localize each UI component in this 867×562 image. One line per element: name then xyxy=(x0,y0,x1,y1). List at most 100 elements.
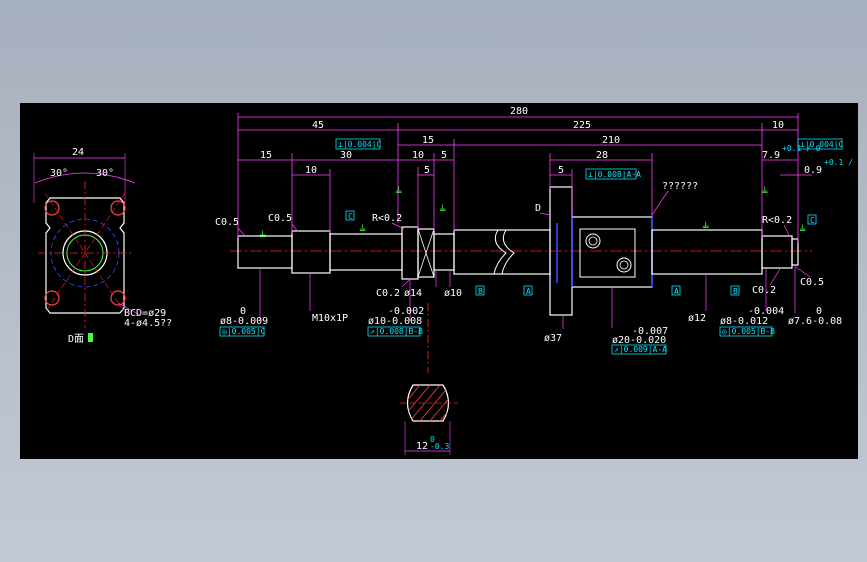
angle-30-left: 30° xyxy=(50,168,68,179)
screw-shaft-view: ╧ ╧ ╧ ╧ ╧ ╧ ╧ xyxy=(230,186,812,316)
section-tol-lower: -0.3 xyxy=(430,442,449,451)
tol-nut-upper: -0.007 xyxy=(632,326,668,337)
dim-0-9-tol: +0.1 / 0 xyxy=(824,158,858,167)
frame-top-left: ⊥|0.004|C xyxy=(338,140,382,149)
tol-nut-lower: ø20-0.020 xyxy=(612,335,666,346)
top-dimensions xyxy=(237,113,812,243)
datum-c2: C xyxy=(810,216,815,225)
datum-a: A xyxy=(526,287,531,296)
bcd-leader xyxy=(117,302,141,316)
tol-left-frame: ◎|0.005|C xyxy=(222,327,266,336)
note-d: D xyxy=(535,203,541,214)
collar xyxy=(401,226,419,280)
nut-window xyxy=(579,228,636,278)
flange-hole-3 xyxy=(44,290,60,306)
section-outline xyxy=(406,384,450,422)
flange-hole-1 xyxy=(44,200,60,216)
tol-right-frame-box xyxy=(719,326,773,337)
ball-screw-drawing: 24 30° 30° BCD=ø29 4-ø4.5?? D面 xyxy=(33,106,858,455)
dim-15-a: 15 xyxy=(422,135,434,146)
right-screw-body xyxy=(651,229,763,275)
section-width: 12 xyxy=(416,441,428,452)
dim-28: 28 xyxy=(596,150,608,161)
holes-label: 4-ø4.5?? xyxy=(124,318,172,329)
right-end xyxy=(791,238,799,266)
tol-right-upper: -0.004 xyxy=(748,306,784,317)
grease-port-1-inner xyxy=(588,236,598,246)
note-c02-a: C0.2 xyxy=(376,288,400,299)
cad-drawing-viewport[interactable]: 24 30° 30° BCD=ø29 4-ø4.5?? D面 xyxy=(20,103,858,459)
tick-1: ╧ xyxy=(259,230,266,242)
tick-5: ╧ xyxy=(702,221,709,233)
note-r02-left: R<0.2 xyxy=(372,213,402,224)
datum-c: C xyxy=(348,212,353,221)
tol-left-upper: 0 xyxy=(240,306,246,317)
grease-port-2 xyxy=(616,257,632,273)
nut-cross-2 xyxy=(417,228,435,278)
frame-flange: ⊥|0.008|A-A xyxy=(588,170,641,179)
flange-hole-4 xyxy=(110,290,126,306)
tol-nut: -0.007 ø20-0.020 ↗|0.009|A-A xyxy=(611,326,668,355)
tol-left-shaft: 0 ø8-0.009 ◎|0.005|C xyxy=(219,306,268,337)
tol-thread-frame: ↗|0.008|B-B xyxy=(370,327,423,336)
d-face-label: D面 xyxy=(68,334,84,345)
tol-left-frame-box xyxy=(219,326,265,337)
tick-3: ╧ xyxy=(395,186,402,198)
dim-225: 225 xyxy=(573,120,591,131)
tol-thread-upper: -0.002 xyxy=(388,306,424,317)
dim-5-nut: 5 xyxy=(424,165,430,176)
note-c05-left: C0.5 xyxy=(215,217,239,228)
grease-port-2-inner xyxy=(619,260,629,270)
note-c05-a: C0.5 xyxy=(268,213,292,224)
tol-thread-lower: ø10-0.008 xyxy=(368,316,422,327)
bcd-label: BCD=ø29 xyxy=(124,308,166,319)
tol-thread-frame-box xyxy=(367,326,421,337)
tol-right-shaft: -0.004 ø8-0.012 ◎|0.005|B-B xyxy=(719,306,784,337)
tol-left-lower: ø8-0.009 xyxy=(220,316,268,327)
dim-7-9: 7.9 xyxy=(762,150,780,161)
leaders xyxy=(237,190,811,329)
dim-overall-280: 280 xyxy=(510,106,528,117)
dim-45: 45 xyxy=(312,120,324,131)
grease-port-1 xyxy=(585,233,601,249)
note-c05-right: C0.5 xyxy=(800,277,824,288)
note-r02-right: R<0.2 xyxy=(762,215,792,226)
section-tol-upper: 0 xyxy=(430,435,435,444)
frame-top-right: ⊥|0.004|C xyxy=(800,140,844,149)
datum-markers: C B A A B C xyxy=(345,210,817,296)
note-phi37: ø37 xyxy=(544,333,562,344)
width-24-label: 24 xyxy=(72,147,84,158)
note-m10: M10x1P xyxy=(312,313,348,324)
frame-flange-box xyxy=(585,168,637,180)
dim-7-9-tol: +0.1 / 0 xyxy=(782,144,821,153)
tol-end-shaft: 0 ø7.6-0.08 xyxy=(788,306,842,327)
tol-right-lower: ø8-0.012 xyxy=(720,316,768,327)
dim-15-b: 15 xyxy=(260,150,272,161)
angle-30-right: 30° xyxy=(96,168,114,179)
section-view: 12 0 -0.3 xyxy=(400,303,458,455)
break-line xyxy=(493,229,507,275)
tick-7: ╧ xyxy=(799,224,806,236)
note-c02-b: C0.2 xyxy=(752,285,776,296)
flange-end-view: 24 30° 30° BCD=ø29 4-ø4.5?? D面 xyxy=(33,147,172,345)
note-phi14: ø14 xyxy=(404,288,422,299)
tol-nut-frame-box xyxy=(611,344,667,355)
note-question: ?????? xyxy=(662,181,698,192)
flange-outline xyxy=(45,197,125,314)
dim-210: 210 xyxy=(602,135,620,146)
d-face-marker xyxy=(88,333,93,342)
tol-right-frame: ◎|0.005|B-B xyxy=(722,327,775,336)
dim-10-b: 10 xyxy=(305,165,317,176)
tol-end-upper: 0 xyxy=(816,306,822,317)
thread-section xyxy=(291,230,331,274)
tick-2: ╧ xyxy=(359,224,366,236)
dim-10-a: 10 xyxy=(412,150,424,161)
dim-10-right: 10 xyxy=(772,120,784,131)
break-line-2 xyxy=(501,229,515,275)
tick-4: ╧ xyxy=(439,204,446,216)
dim-5-a: 5 xyxy=(441,150,447,161)
tol-nut-frame: ↗|0.009|A-A xyxy=(614,345,667,354)
dim-0-9: 0.9 xyxy=(804,165,822,176)
tick-6: ╧ xyxy=(761,186,768,198)
tol-thread-shaft: -0.002 ø10-0.008 ↗|0.008|B-B xyxy=(367,306,424,337)
